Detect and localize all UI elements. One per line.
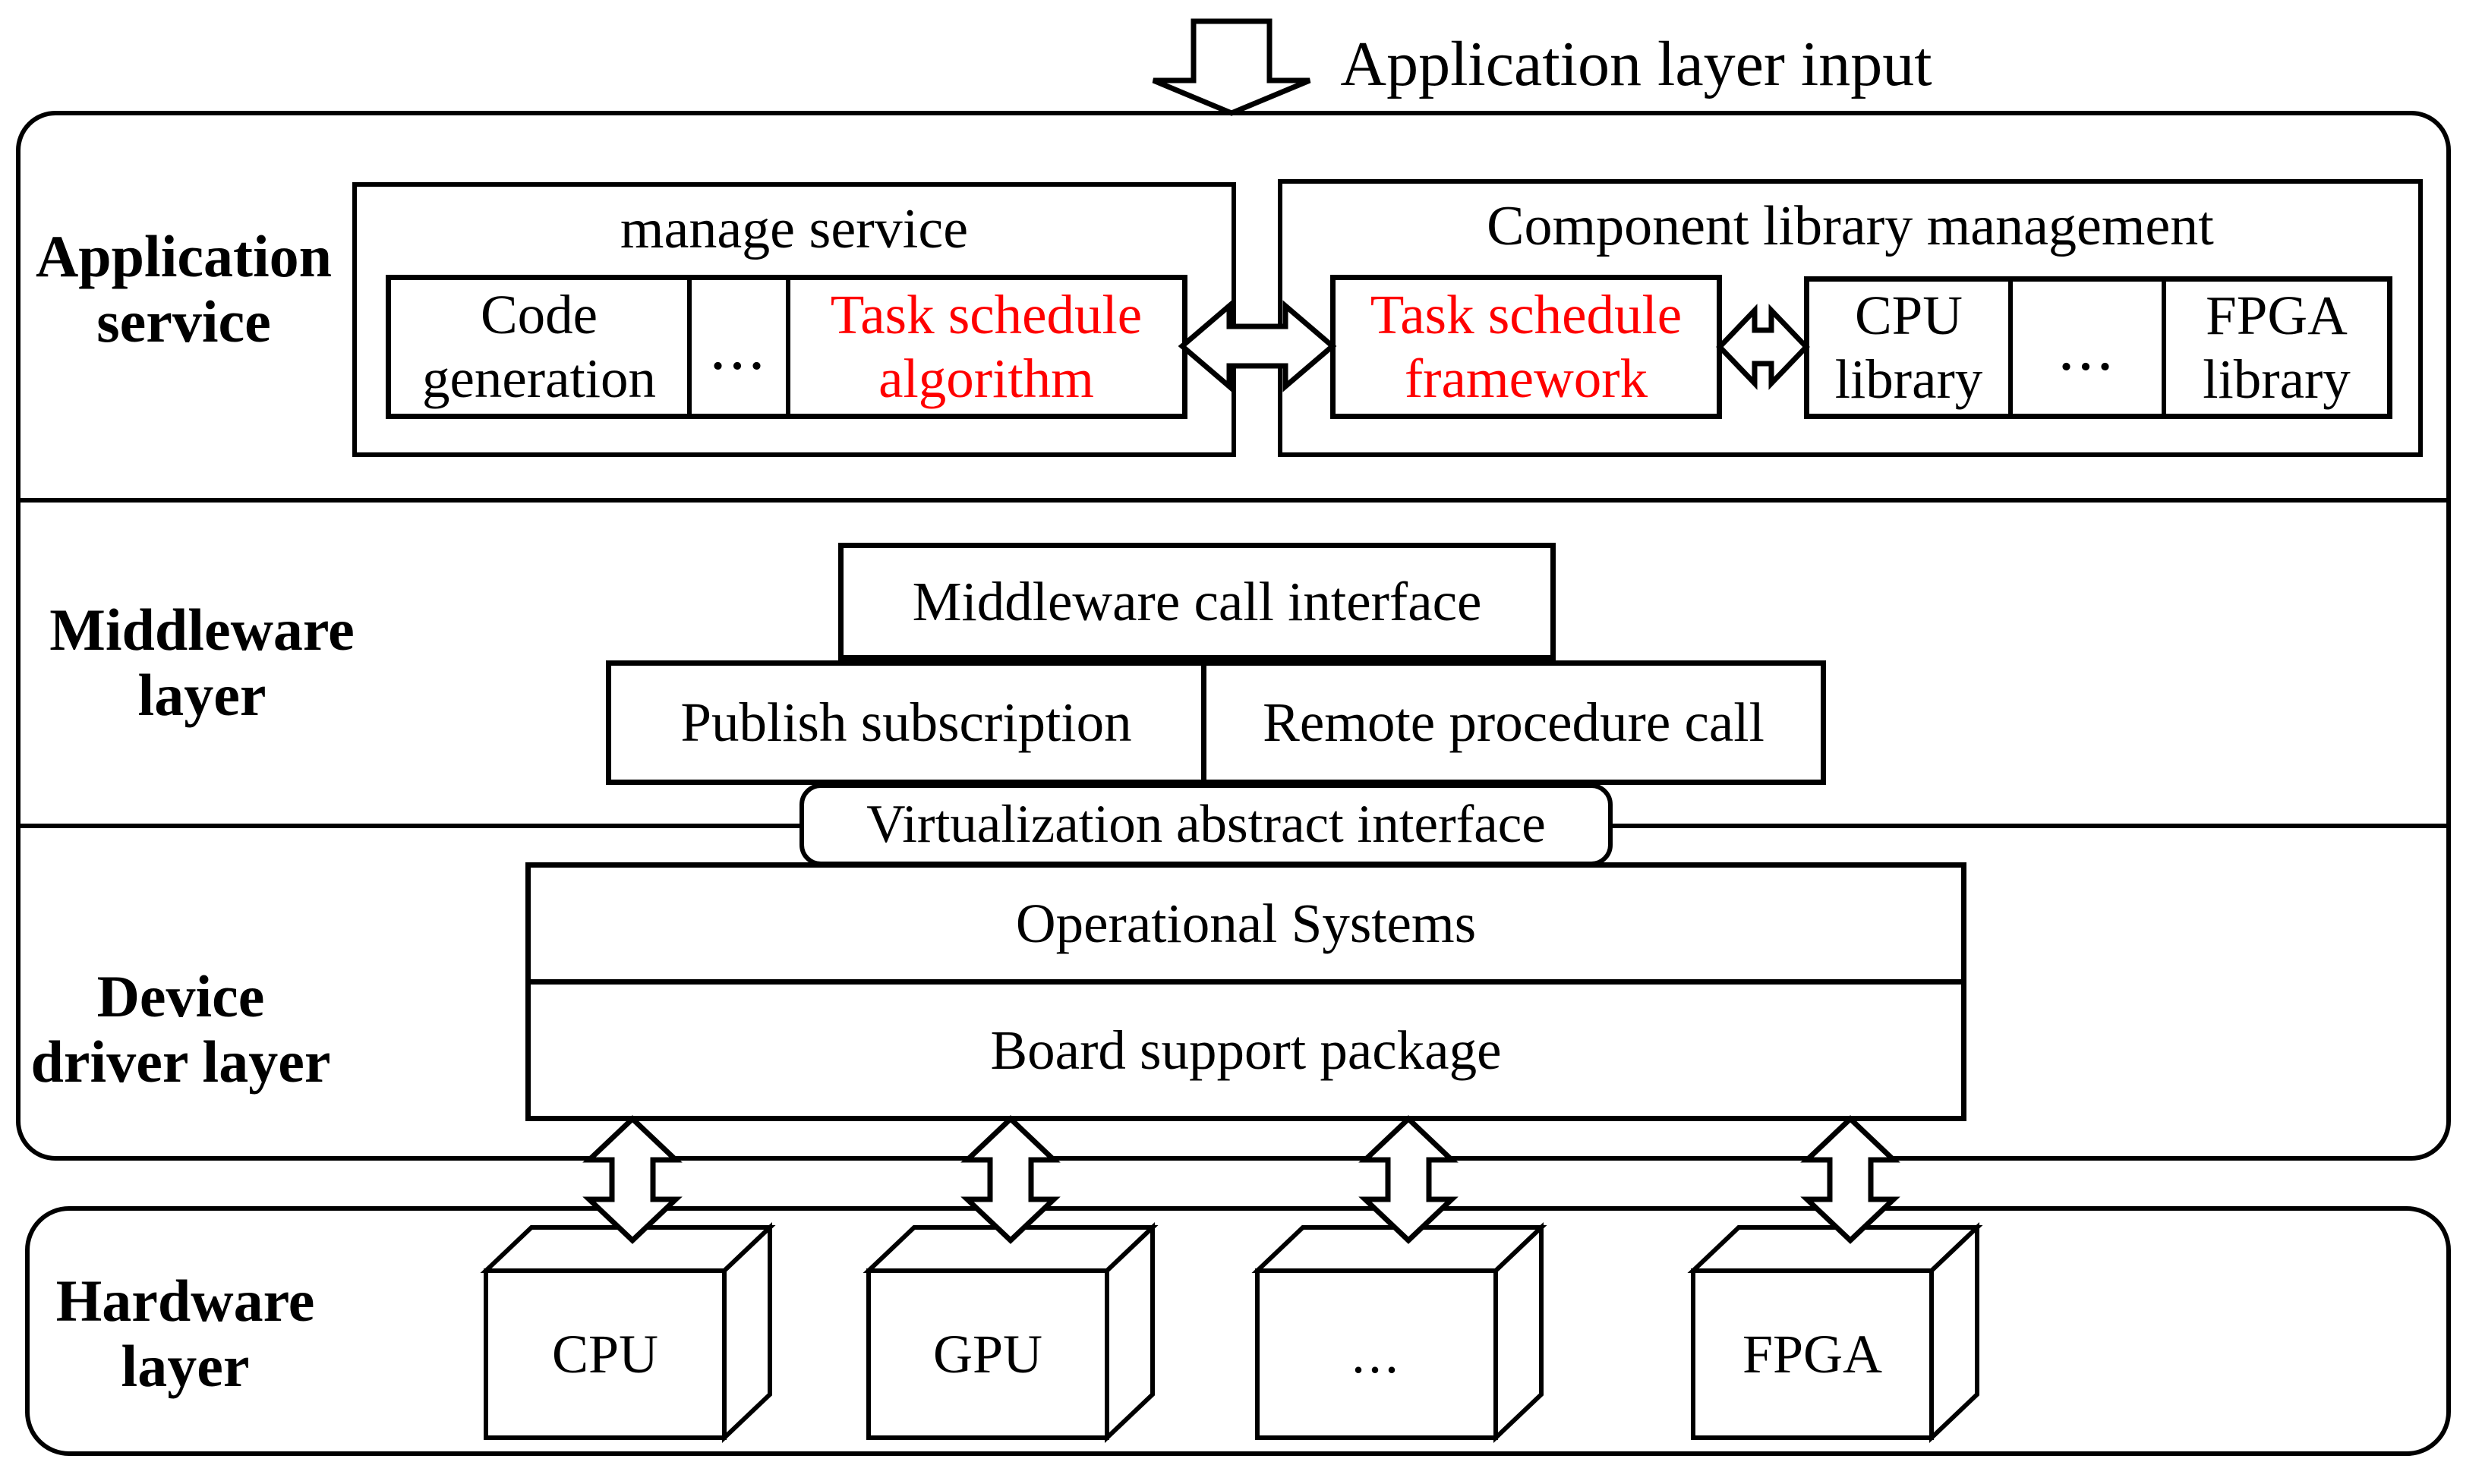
fpga-cube-label: FPGA [1742, 1323, 1883, 1385]
layer-label-application-service: Application service [15, 224, 352, 354]
layer-label-line: Application [35, 223, 333, 289]
layer-label-line: Device [96, 963, 265, 1029]
cpu-library-cell: CPU library [1834, 285, 1983, 410]
layer-label-line: layer [121, 1333, 250, 1399]
hardware-layer-rect [25, 1206, 2451, 1456]
layer-label-line: layer [137, 662, 266, 728]
application-input-down-arrow-icon [1152, 18, 1311, 116]
cell-divider [687, 280, 692, 414]
application-layer-input-label: Application layer input [1340, 29, 1932, 99]
layer-label-line: Hardware [55, 1268, 315, 1334]
layer-label-middleware-layer: Middleware layer [35, 597, 369, 728]
middleware-services-row: Publish subscription Remote procedure ca… [606, 660, 1826, 785]
middleware-call-interface-box: Middleware call interface [838, 543, 1556, 660]
component-library-management-title: Component library management [1487, 195, 2214, 257]
remote-procedure-call-cell: Remote procedure call [1263, 692, 1765, 754]
cell-divider [2162, 282, 2166, 414]
task-schedule-algorithm-cell: Task schedule algorithm [830, 284, 1143, 409]
ellipsis-cube-label: ... [1351, 1323, 1402, 1385]
layer-label-line: Middleware [49, 597, 355, 663]
layer-label-hardware-layer: Hardware layer [18, 1268, 352, 1399]
ellipsis-cell: ... [709, 310, 768, 383]
cell-divider [786, 280, 790, 414]
fpga-library-cell: FPGA library [2203, 285, 2351, 410]
gpu-cube-label: GPU [932, 1323, 1043, 1385]
code-generation-cell: Code generation [421, 284, 657, 409]
publish-subscription-cell: Publish subscription [680, 692, 1132, 754]
virtualization-abstract-interface-box: Virtualization abstract interface [799, 783, 1613, 866]
cell-divider [531, 979, 1961, 985]
layer-label-device-driver-layer: Device driver layer [6, 964, 355, 1095]
os-bsp-stack: Operational Systems Board support packag… [525, 862, 1966, 1121]
task-schedule-framework-box: Task schedule framework [1330, 275, 1722, 419]
manage-service-title: manage service [620, 198, 969, 260]
cell-divider [2008, 282, 2013, 414]
divider-application-middleware [16, 498, 2451, 503]
layer-label-line: service [96, 288, 271, 354]
ellipsis-cell: ... [2058, 310, 2117, 384]
board-support-package-cell: Board support package [990, 1019, 1502, 1081]
cell-divider [1201, 666, 1206, 780]
operational-systems-cell: Operational Systems [1015, 892, 1477, 954]
manage-service-cells: Code generation ... Task schedule algori… [386, 275, 1187, 419]
layer-label-line: driver layer [30, 1029, 331, 1095]
cpu-cube-label: CPU [551, 1323, 659, 1385]
library-cells: CPU library ... FPGA library [1804, 276, 2392, 419]
